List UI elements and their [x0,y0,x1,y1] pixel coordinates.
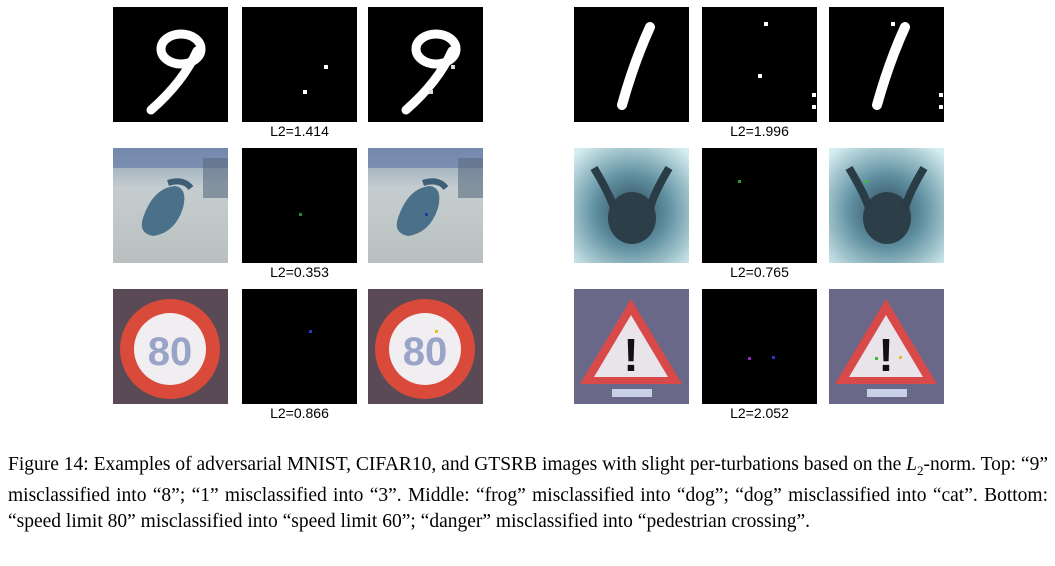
gtsrb-speed-80-l2-label: L2=0.866 [270,405,329,421]
figure-caption: Figure 14: Examples of adversarial MNIST… [8,452,1048,534]
mnist-1-perturbation-image [702,7,817,122]
norm-letter: L [906,454,917,475]
mnist-9-perturbation-image [242,7,357,122]
mnist-1-original-image [574,7,689,122]
cifar-frog-perturbation-image [242,148,357,263]
norm-subscript: 2 [917,462,924,478]
danger-sign-text-original: ! [623,329,638,381]
gtsrb-danger-adversarial-image: ! [829,289,944,404]
mnist-9-adversarial-image [368,7,483,122]
caption-text-b: -norm. Top: “9” misclassified into “8”; … [8,454,1048,532]
cifar-dog-l2-label: L2=0.765 [730,264,789,280]
gtsrb-speed-80-adversarial-image: 80 [368,289,483,404]
cifar-dog-perturbation-image [702,148,817,263]
mnist-1-l2-label: L2=1.996 [730,123,789,139]
cifar-frog-original-image [113,148,228,263]
gtsrb-danger-perturbation-image [702,289,817,404]
mnist-9-l2-label: L2=1.414 [270,123,329,139]
speed-sign-text-original: 80 [148,330,193,374]
mnist-1-adversarial-image [829,7,944,122]
mnist-9-original-image [113,7,228,122]
cifar-dog-adversarial-image [829,148,944,263]
cifar-frog-l2-label: L2=0.353 [270,264,329,280]
norm-symbol: L [906,454,917,475]
cifar-frog-adversarial-image [368,148,483,263]
caption-text-a: Examples of adversarial MNIST, CIFAR10, … [93,454,902,475]
speed-sign-text-adversarial: 80 [403,330,448,374]
gtsrb-speed-80-original-image: 80 [113,289,228,404]
gtsrb-speed-80-perturbation-image [242,289,357,404]
cifar-dog-original-image [574,148,689,263]
figure-label: Figure 14: [8,454,89,475]
danger-sign-text-adversarial: ! [878,329,893,381]
gtsrb-danger-original-image: ! [574,289,689,404]
gtsrb-danger-l2-label: L2=2.052 [730,405,789,421]
